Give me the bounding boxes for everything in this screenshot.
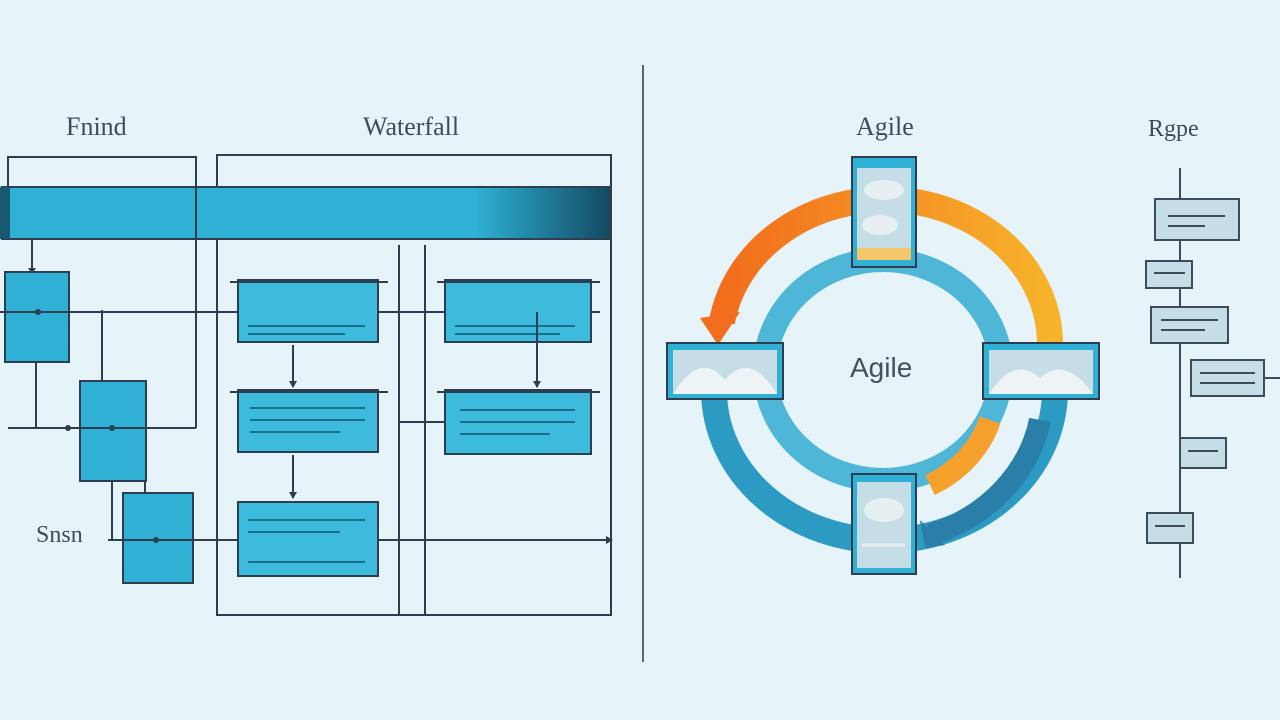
right-timeline — [1145, 168, 1280, 578]
connector-node — [65, 425, 71, 431]
phase-box-col1-3 — [237, 501, 379, 577]
header-band — [1, 186, 611, 240]
cloud-shape — [864, 498, 904, 522]
agile-cycle — [666, 156, 1100, 575]
timeline-card — [1190, 359, 1265, 397]
timeline-card — [1146, 512, 1194, 544]
left-section-title: Fnind — [66, 112, 127, 141]
orange-arrow-small — [925, 416, 1001, 495]
mid-frame-outline — [216, 154, 612, 616]
hill-shape — [673, 367, 777, 394]
arrow-head — [289, 492, 297, 499]
left-section — [0, 154, 613, 616]
waterfall-columns — [230, 245, 600, 615]
card-accent — [857, 248, 911, 260]
arrow-head — [533, 381, 541, 388]
phase-box-col2-1 — [444, 279, 592, 343]
timeline-card — [1150, 306, 1229, 344]
arrow-head — [289, 381, 297, 388]
connector-node — [35, 309, 41, 315]
left-stage-box-2 — [79, 380, 147, 482]
cloud-shape — [862, 215, 898, 235]
connector-node — [109, 425, 115, 431]
left-frame-outline — [7, 156, 197, 188]
timeline-card — [1179, 437, 1227, 469]
waterfall-title: Waterfall — [363, 112, 460, 141]
arrow-head — [606, 536, 613, 544]
header-band-left-cap — [0, 187, 10, 239]
left-stage-box-1 — [4, 271, 70, 363]
right-section-title: Rgpe — [1148, 116, 1199, 142]
cloud-shape — [864, 180, 904, 200]
bottom-left-label: Snsn — [36, 522, 83, 548]
hill-shape — [989, 369, 1093, 394]
timeline-card — [1145, 260, 1193, 289]
connector-node — [153, 537, 159, 543]
agile-center-label: Agile — [850, 352, 913, 383]
orange-arrow-head — [700, 312, 740, 345]
blue-arrow-head — [920, 520, 945, 548]
blue-cycle-arrow — [926, 417, 1051, 546]
agile-card-bottom-inner — [857, 482, 911, 568]
agile-title: Agile — [856, 112, 914, 141]
phase-box-col1-1 — [237, 279, 379, 343]
timeline-card — [1154, 198, 1240, 241]
